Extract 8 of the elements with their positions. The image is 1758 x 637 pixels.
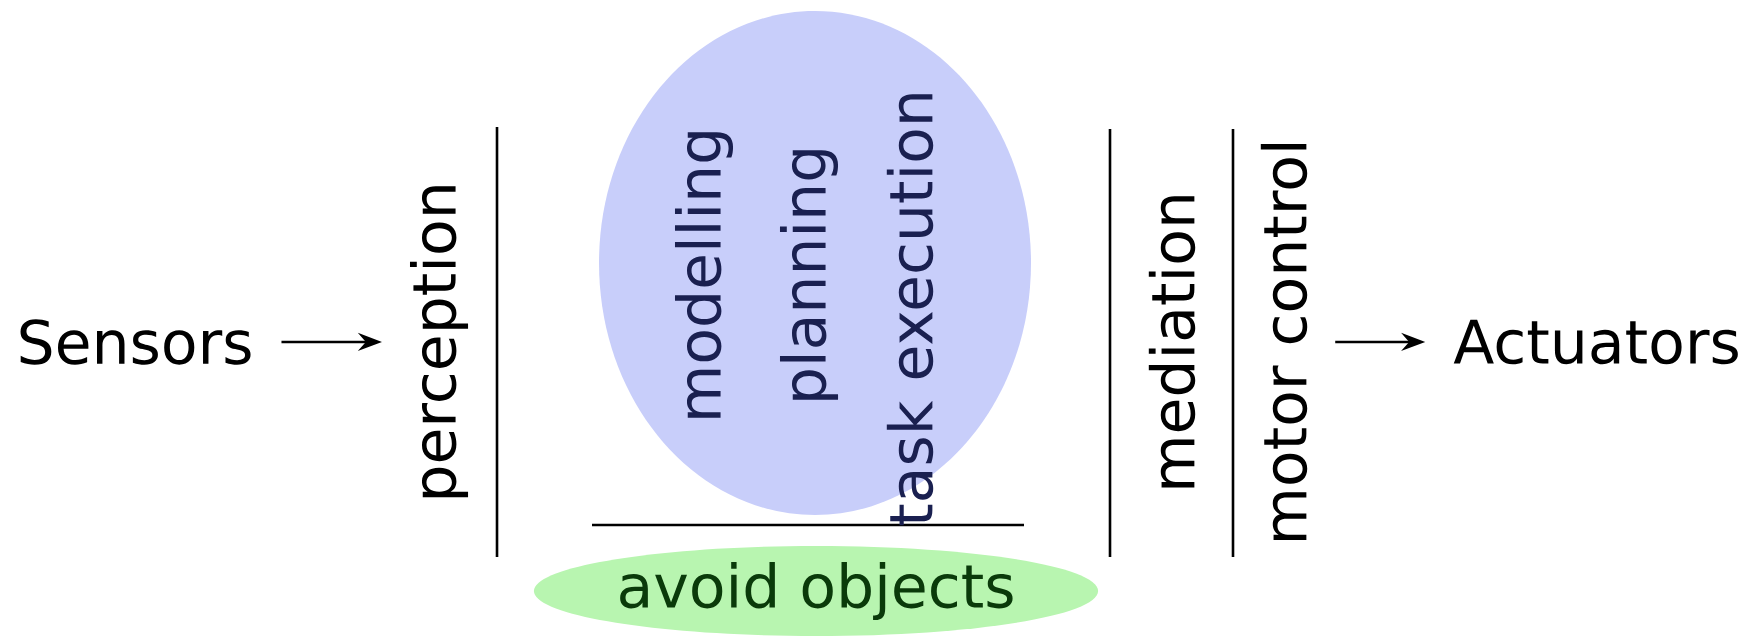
- rotated-label: planning: [780, 150, 839, 400]
- text-label: Actuators: [1453, 319, 1738, 365]
- text-label: mediation: [1148, 196, 1196, 488]
- text-label: motor control: [1260, 144, 1308, 541]
- text-label: Sensors: [20, 319, 251, 365]
- rotated-label: modelling: [675, 132, 734, 418]
- rotated-label: task execution: [886, 94, 934, 526]
- text-label: perception: [410, 186, 469, 498]
